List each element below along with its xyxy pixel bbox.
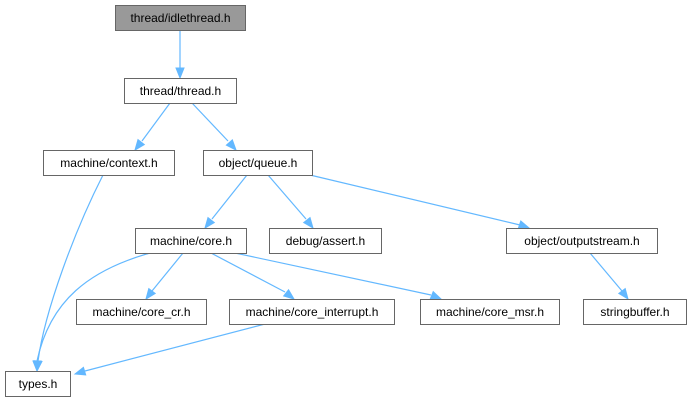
edge-core-to-core_cr (145, 252, 184, 301)
arrowhead-icon (617, 287, 629, 301)
node-label: types.h (19, 377, 58, 391)
edge-line (589, 252, 623, 292)
node-outputstream[interactable]: object/outputstream.h (506, 228, 658, 254)
node-label: machine/core.h (150, 234, 232, 248)
node-context[interactable]: machine/context.h (43, 150, 175, 176)
node-box (124, 78, 237, 104)
edge-line (267, 174, 307, 220)
node-assert[interactable]: debug/assert.h (269, 228, 382, 254)
node-label: debug/assert.h (286, 234, 365, 248)
edge-line (211, 174, 248, 220)
arrowhead-icon (302, 216, 314, 230)
arrowhead-icon (282, 288, 296, 300)
edge-line (210, 252, 286, 293)
node-stringbuffer[interactable]: stringbuffer.h (583, 299, 687, 325)
node-label: stringbuffer.h (600, 305, 669, 319)
arrowhead-icon (175, 67, 185, 80)
edges-layer (32, 30, 629, 376)
node-label: machine/context.h (60, 156, 157, 170)
node-box (5, 371, 71, 397)
edge-thread-to-context (134, 102, 171, 152)
nodes-layer: thread/idlethread.h thread/thread.h machin… (5, 5, 687, 397)
node-queue[interactable]: object/queue.h (203, 150, 313, 176)
edge-queue-to-assert (267, 174, 314, 230)
edge-line (141, 102, 171, 142)
edge-core-to-types (32, 252, 151, 373)
node-label: thread/thread.h (140, 84, 221, 98)
node-core-msr[interactable]: machine/core_msr.h (420, 299, 560, 325)
arrowhead-icon (429, 290, 443, 300)
edge-outputstream-to-stringbuffer (589, 252, 629, 301)
edge-line (84, 323, 266, 372)
arrowhead-icon (73, 366, 87, 376)
arrowhead-icon (225, 139, 237, 152)
arrowhead-icon (204, 216, 216, 230)
node-box (76, 299, 207, 325)
node-types[interactable]: types.h (5, 371, 71, 397)
node-label: machine/core_cr.h (92, 305, 190, 319)
node-box (583, 299, 687, 325)
edge-line (36, 252, 151, 362)
node-box (115, 5, 246, 31)
edge-thread-to-queue (191, 102, 237, 152)
node-box (506, 228, 658, 254)
edge-line (151, 252, 184, 292)
node-label: thread/idlethread.h (130, 11, 230, 25)
edge-context-to-types (33, 174, 104, 373)
edge-queue-to-core (204, 174, 248, 230)
node-label: object/outputstream.h (524, 234, 639, 248)
edge-core_interrupt-to-types (73, 323, 266, 376)
node-box (203, 150, 313, 176)
edge-line (234, 252, 432, 296)
arrowhead-icon (517, 220, 531, 230)
arrowhead-icon (145, 287, 157, 301)
edge-core-to-core_msr (234, 252, 443, 300)
node-box (135, 228, 247, 254)
node-label: machine/core_interrupt.h (246, 305, 379, 319)
edge-line (37, 174, 104, 362)
arrowhead-icon (134, 138, 146, 152)
edge-core-to-core_interrupt (210, 252, 296, 300)
arrowhead-icon (32, 360, 42, 373)
node-label: object/queue.h (219, 156, 298, 170)
node-core[interactable]: machine/core.h (135, 228, 247, 254)
node-thread[interactable]: thread/thread.h (124, 78, 237, 104)
node-box (43, 150, 175, 176)
edge-idlethread-to-thread (175, 30, 185, 80)
node-box (269, 228, 382, 254)
edge-line (191, 102, 229, 142)
edge-line (309, 174, 521, 226)
node-core-interrupt[interactable]: machine/core_interrupt.h (229, 299, 395, 325)
node-box (420, 299, 560, 325)
node-box (229, 299, 395, 325)
node-idlethread[interactable]: thread/idlethread.h (115, 5, 246, 31)
node-core-cr[interactable]: machine/core_cr.h (76, 299, 207, 325)
edge-queue-to-outputstream (309, 174, 531, 230)
node-label: machine/core_msr.h (436, 305, 544, 319)
